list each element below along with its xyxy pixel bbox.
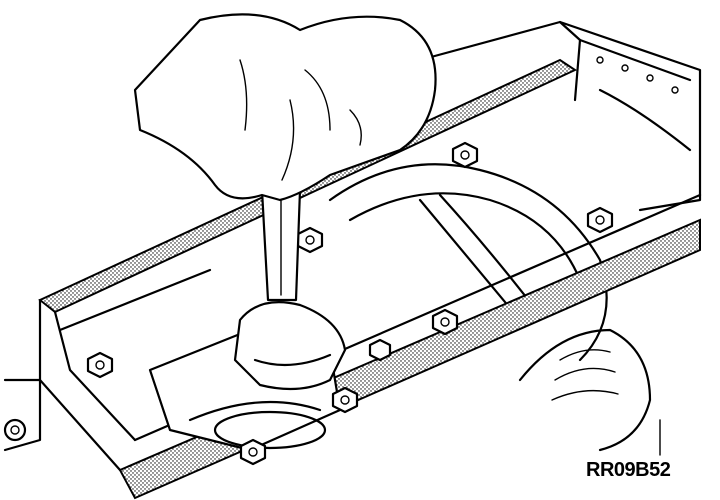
engine-side [3, 378, 42, 452]
hand [133, 13, 437, 202]
main-bearing-cap [233, 301, 347, 391]
bolt-head [296, 226, 324, 254]
bolt-head [239, 438, 267, 466]
feeler-strip [260, 188, 302, 302]
bolts [86, 141, 614, 466]
bolt-head [431, 308, 459, 336]
bolt-head [586, 206, 614, 234]
bolt-head [368, 338, 392, 362]
crankshaft [328, 163, 652, 452]
figure-reference-code: RR09B52 [586, 459, 671, 481]
bolt-head [331, 386, 359, 414]
bolt-head [86, 351, 114, 379]
bolt-head [451, 141, 479, 169]
